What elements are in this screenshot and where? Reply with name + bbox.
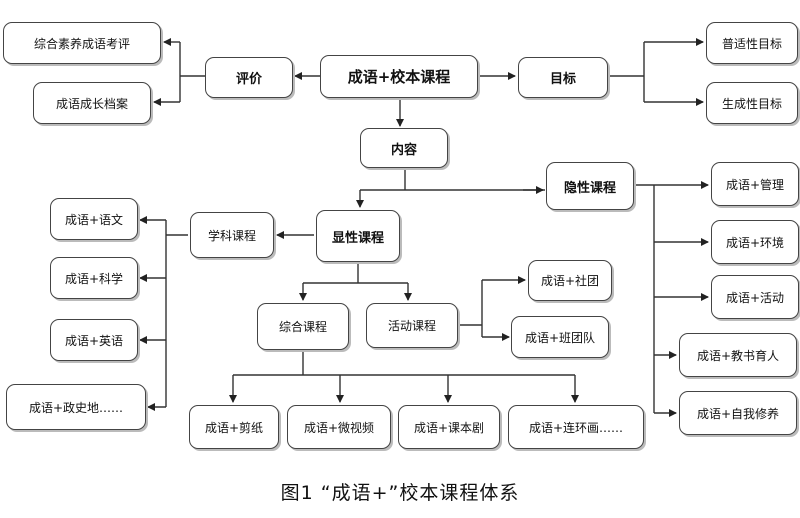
node-goal-item-2: 生成性目标 xyxy=(706,82,798,124)
node-int-item-3: 成语+课本剧 xyxy=(398,405,500,449)
node-subj-item-1: 成语+语文 xyxy=(50,198,138,240)
node-core: 成语+校本课程 xyxy=(320,55,478,98)
node-activity: 活动课程 xyxy=(366,303,458,348)
node-subj-item-4: 成语+政史地…… xyxy=(6,384,146,430)
node-eval-item-1: 综合素养成语考评 xyxy=(3,22,161,64)
node-subject: 学科课程 xyxy=(190,212,274,258)
node-integrated: 综合课程 xyxy=(257,303,349,350)
node-imp-item-5: 成语+自我修养 xyxy=(679,391,797,435)
node-imp-item-4: 成语+教书育人 xyxy=(679,333,797,377)
node-imp-item-1: 成语+管理 xyxy=(711,162,799,206)
node-evaluation: 评价 xyxy=(205,57,293,98)
node-content: 内容 xyxy=(360,128,448,168)
figure-caption: 图1 “成语+”校本课程体系 xyxy=(280,482,520,504)
node-int-item-2: 成语+微视频 xyxy=(287,405,391,449)
node-goal-item-1: 普适性目标 xyxy=(706,22,798,64)
node-imp-item-2: 成语+环境 xyxy=(711,220,799,264)
node-subj-item-3: 成语+英语 xyxy=(50,319,138,361)
node-int-item-1: 成语+剪纸 xyxy=(189,405,279,449)
node-implicit: 隐性课程 xyxy=(546,162,634,210)
node-goal: 目标 xyxy=(518,57,608,98)
node-imp-item-3: 成语+活动 xyxy=(711,275,799,319)
node-act-item-2: 成语+班团队 xyxy=(511,316,609,358)
node-explicit: 显性课程 xyxy=(316,210,400,262)
node-int-item-4: 成语+连环画…… xyxy=(508,405,644,449)
node-eval-item-2: 成语成长档案 xyxy=(33,82,151,124)
node-act-item-1: 成语+社团 xyxy=(528,260,612,301)
node-subj-item-2: 成语+科学 xyxy=(50,257,138,299)
